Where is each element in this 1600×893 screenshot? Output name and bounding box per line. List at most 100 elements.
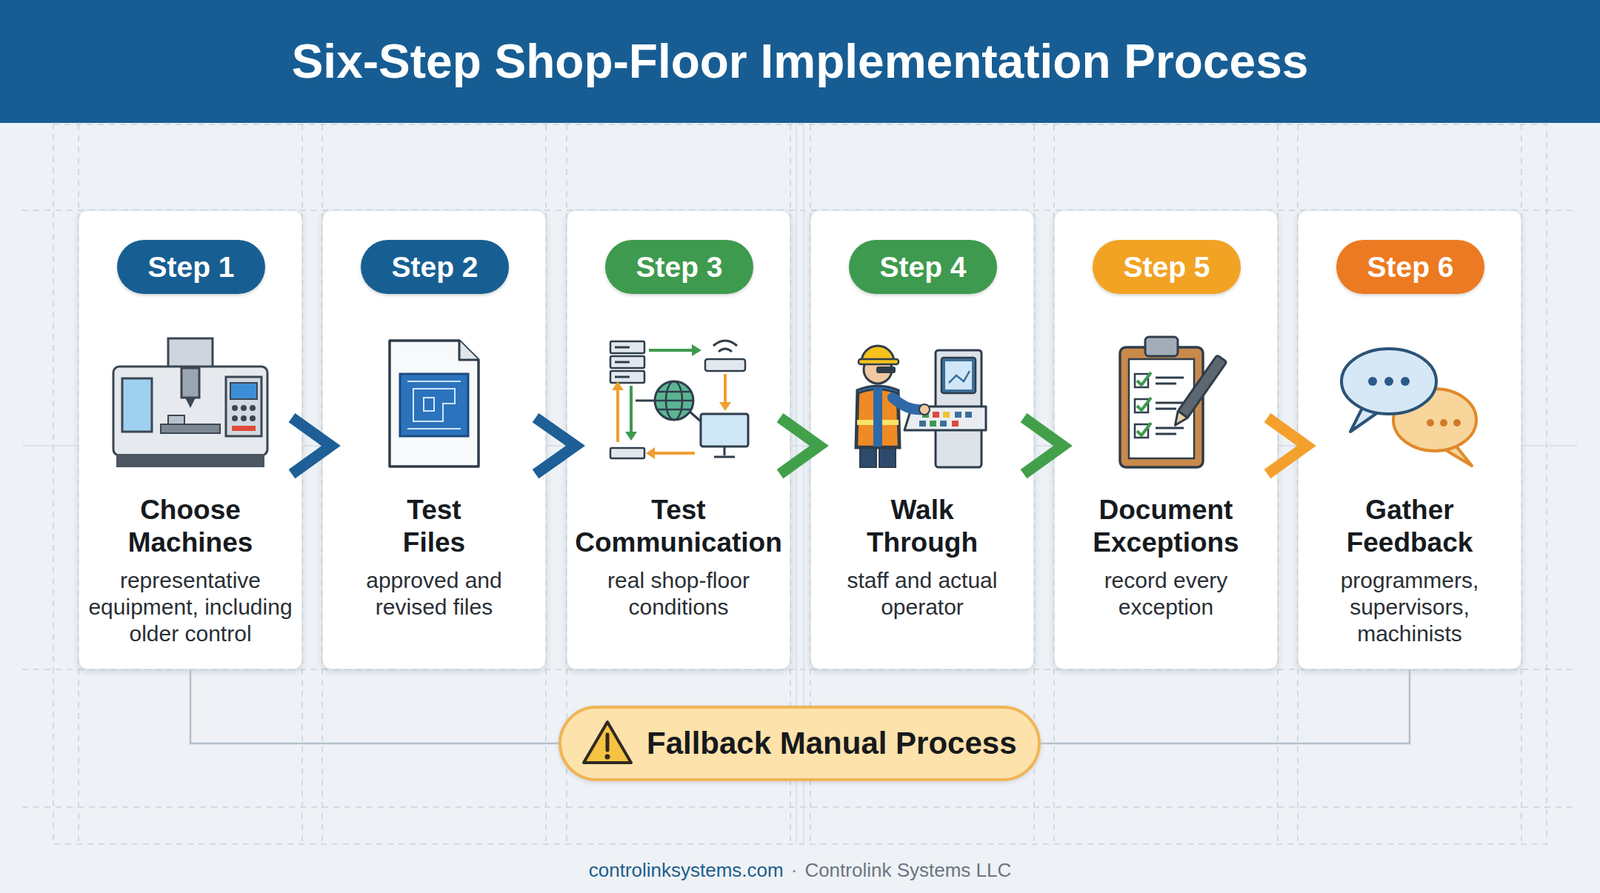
feedback-icon-part bbox=[1350, 405, 1380, 432]
network-icon-part bbox=[654, 391, 694, 410]
network-icon-part bbox=[635, 400, 701, 422]
operator-icon-part bbox=[873, 388, 883, 447]
operator-icon-part bbox=[929, 420, 937, 427]
network-icon-part bbox=[691, 344, 702, 357]
document-icon-part bbox=[459, 340, 479, 360]
operator-icon-part bbox=[904, 406, 986, 431]
operator-icon-part bbox=[861, 345, 895, 363]
step-description: real shop-floor conditions bbox=[574, 567, 783, 621]
step-badge: Step 5 bbox=[1092, 240, 1241, 295]
card-text-area: Test Communication real shop-floor condit… bbox=[567, 494, 790, 621]
cnc-machine-icon-part bbox=[231, 415, 238, 422]
network-icon-part bbox=[614, 347, 630, 378]
feedback-icon-part bbox=[1341, 348, 1437, 415]
footer-label: Controlink Systems LLC bbox=[804, 857, 1012, 884]
operator-icon-part bbox=[954, 411, 962, 418]
operator-icon-part bbox=[863, 355, 892, 384]
feedback-icon-part bbox=[1393, 388, 1477, 452]
footer-line: controlinksystems.com·Controlink Systems… bbox=[0, 857, 1600, 884]
network-icon-part bbox=[654, 381, 694, 420]
operator-icon-part bbox=[942, 411, 950, 418]
step-title: Gather Feedback bbox=[1346, 494, 1474, 560]
fallback-line bbox=[190, 669, 559, 744]
cnc-machine-icon-part bbox=[231, 425, 256, 432]
pen-icon-part bbox=[1170, 411, 1188, 429]
warning-symbol bbox=[583, 722, 632, 763]
cnc-machine-icon-part bbox=[230, 382, 258, 400]
fallback-line bbox=[1040, 669, 1410, 744]
cnc-machine-icon-part bbox=[231, 405, 238, 412]
cnc-machine-icon-part bbox=[116, 454, 265, 468]
network-icon-part bbox=[629, 385, 633, 434]
network-icon-part bbox=[713, 340, 738, 352]
guide-grid bbox=[22, 124, 1578, 845]
clipboard-icon-part bbox=[1134, 399, 1149, 413]
operator-icon-part bbox=[879, 445, 896, 468]
step-description: programmers, supervisors, machinists bbox=[1305, 567, 1515, 648]
network-icon-part bbox=[610, 448, 645, 459]
cnc-machine-icon-part bbox=[185, 397, 196, 409]
warning-symbol-part bbox=[605, 734, 610, 751]
document-icon-part bbox=[407, 381, 461, 429]
operator-icon-part bbox=[857, 420, 874, 426]
diagram-title: Six-Step Shop-Floor Implementation Proce… bbox=[291, 35, 1309, 88]
card-text-area: Gather Feedback programmers, supervisors,… bbox=[1298, 494, 1521, 648]
network-icon-part bbox=[723, 374, 727, 404]
feedback-icon-part bbox=[1384, 377, 1394, 386]
operator-icon-part bbox=[919, 404, 930, 415]
footer-label: controlinksystems.com bbox=[588, 857, 784, 884]
cnc-machine-icon-part bbox=[181, 368, 200, 398]
network-icon-part bbox=[611, 381, 624, 391]
network-icon-part bbox=[610, 341, 645, 354]
step-number: Step 1 bbox=[147, 252, 235, 282]
document-icon bbox=[389, 340, 479, 467]
cnc-machine-icon-part bbox=[225, 377, 262, 437]
card-text-area: Document Exceptionsrecord every exceptio… bbox=[1054, 494, 1278, 621]
clipboard-icon-part bbox=[1128, 359, 1195, 459]
network-icon-part bbox=[625, 431, 638, 441]
cnc-machine-icon-part bbox=[113, 366, 268, 456]
step-number: Step 6 bbox=[1366, 252, 1454, 282]
step-card: Gather Feedback programmers, supervisors,… bbox=[1297, 210, 1522, 670]
step-title: Walk Through bbox=[866, 494, 978, 560]
card-text-area: Choose Machines representative equipment,… bbox=[79, 494, 302, 648]
warning-symbol-part bbox=[605, 754, 611, 760]
operator-icon-part bbox=[882, 420, 899, 426]
network-icon-part bbox=[610, 371, 645, 383]
flow-chevron bbox=[780, 417, 820, 475]
network-icon-part bbox=[653, 451, 695, 455]
feedback-icon-part bbox=[1442, 443, 1472, 466]
pen-icon-part bbox=[1177, 355, 1227, 419]
network-icon-part bbox=[719, 402, 732, 412]
step-badge: Step 4 bbox=[848, 240, 998, 295]
step-card: Test Filesapproved and revised files Step… bbox=[322, 210, 546, 670]
cnc-machine-icon-part bbox=[240, 405, 247, 412]
title-band: Six-Step Shop-Floor Implementation Proce… bbox=[0, 0, 1600, 123]
step-title: Test Files bbox=[402, 494, 466, 560]
operator-icon-part bbox=[876, 366, 896, 374]
step-title: Choose Machines bbox=[128, 494, 254, 560]
cnc-machine-icon-part bbox=[160, 424, 220, 434]
operator-icon-part bbox=[948, 371, 970, 383]
network-icon-part bbox=[610, 356, 645, 369]
step-badge: Step 1 bbox=[117, 240, 266, 295]
step-number: Step 2 bbox=[391, 252, 478, 282]
operator-icon-part bbox=[858, 359, 899, 365]
cnc-machine-icon bbox=[113, 338, 268, 468]
clipboard-icon-part bbox=[1134, 374, 1149, 388]
card-text-area: Test Filesapproved and revised files bbox=[322, 494, 546, 621]
guide-grid-part bbox=[53, 124, 1547, 845]
step-badge: Step 6 bbox=[1336, 240, 1485, 295]
cnc-machine-icon-part bbox=[168, 338, 213, 369]
card-text-area: Walk Throughstaff and actual operator bbox=[811, 494, 1034, 621]
step-title: Test Communication bbox=[574, 494, 783, 560]
network-icon-part bbox=[645, 447, 655, 460]
flow-chevron bbox=[291, 417, 332, 475]
operator-icon-part bbox=[965, 411, 972, 418]
step-description: representative equipment, including olde… bbox=[85, 567, 295, 648]
operator-icon-part bbox=[932, 411, 940, 418]
step-description: record every exception bbox=[1061, 567, 1271, 621]
